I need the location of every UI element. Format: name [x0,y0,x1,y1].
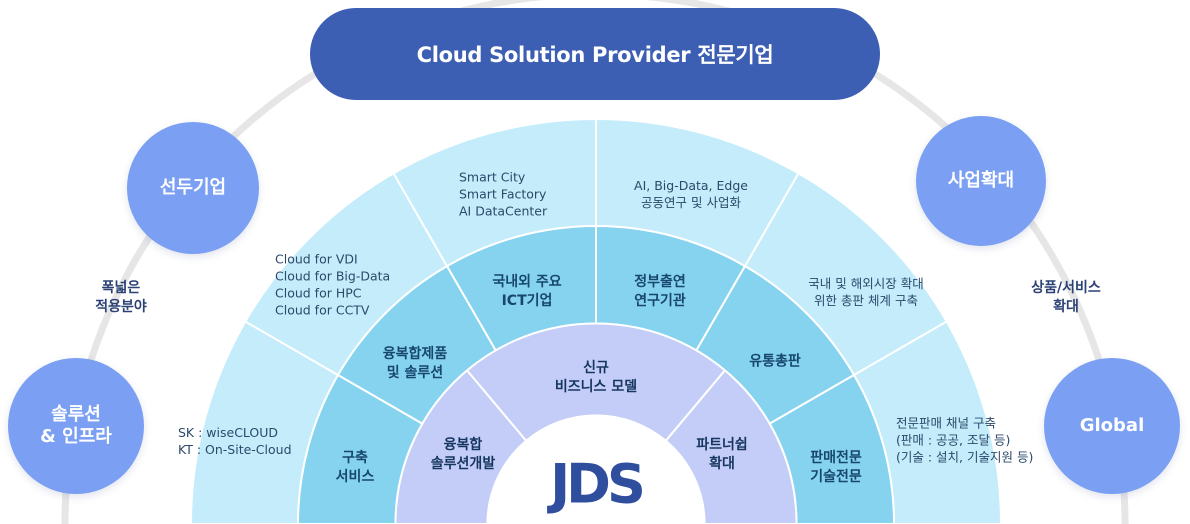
middle-label-converged-products: 융복합제품 및 솔루션 [382,346,448,381]
circle-solution-infra: 솔루션 & 인프라 [8,358,144,494]
jds-logo: JDS [550,452,646,516]
side-label-left: 폭넓은 적용분야 [95,280,147,315]
outer-label-sales-channel: 전문판매 채널 구축 (판매 : 공공, 조달 등) (기술 : 설치, 기술지… [896,415,1034,465]
inner-label-solution-dev: 융복합 솔루션개발 [430,437,496,472]
circle-global: Global [1044,358,1180,494]
circle-leading-company: 선두기업 [127,122,259,254]
middle-label-distribution: 유통총판 [749,353,801,370]
outer-gray-arc [61,0,1129,524]
inner-label-partnership: 파트너쉽 확대 [696,437,748,472]
middle-ring [296,224,896,524]
outer-label-smart: Smart City Smart Factory AI DataCenter [459,169,548,219]
inner-label-new-business: 신규 비즈니스 모델 [554,360,638,395]
middle-label-build-service: 구축 서비스 [335,450,375,485]
inner-sector-2 [465,322,727,443]
outer-label-cloud-services: SK : wiseCLOUD KT : On-Site-Cloud [178,425,292,457]
side-label-right: 상품/서비스 확대 [1031,280,1101,315]
middle-label-ict-companies: 국내외 주요 ICT기업 [492,274,562,309]
page-title: Cloud Solution Provider 전문기업 [310,8,880,100]
outer-label-market-expansion: 국내 및 해외시장 확대 위한 총판 체계 구축 [808,276,924,308]
outer-label-cloud-for: Cloud for VDI Cloud for Big-Data Cloud f… [275,251,391,317]
middle-label-research-institutes: 정부출연 연구기관 [634,274,686,309]
middle-label-sales-tech: 판매전문 기술전문 [810,450,862,485]
circle-business-expansion: 사업확대 [916,116,1046,246]
center-disc [487,415,705,524]
outer-label-ai-bigdata: AI, Big-Data, Edge 공동연구 및 사업화 [634,178,748,210]
inner-ring [394,322,798,524]
